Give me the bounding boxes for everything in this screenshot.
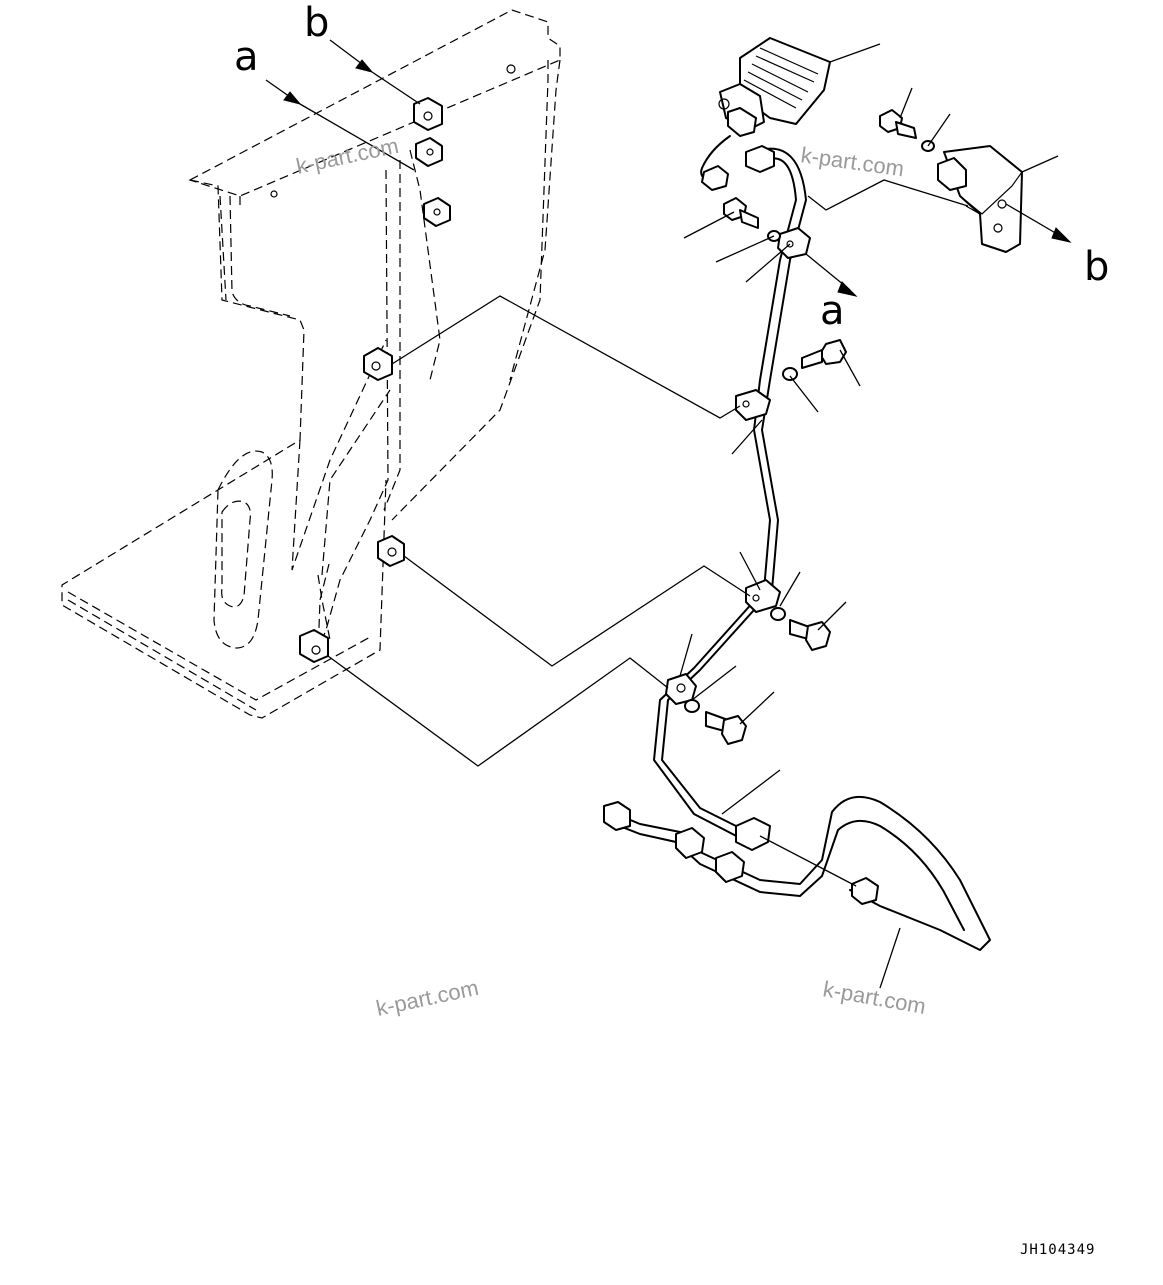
work-lamp: [700, 37, 831, 191]
fasteners: [684, 109, 935, 745]
bolt-clamp-3: [770, 607, 831, 651]
boss-bottom: [299, 629, 329, 663]
boss-top-3: [423, 197, 451, 227]
boss-lower: [377, 535, 405, 567]
bolt-clamp-2: [782, 339, 847, 381]
harness-clamps: [665, 227, 811, 705]
bolt-bracket: [879, 109, 935, 152]
bolt-clamp-4: [684, 699, 747, 745]
watermark-4: k-part.com: [821, 976, 928, 1019]
watermark-2: k-part.com: [799, 142, 905, 181]
mount-bosses: [299, 97, 451, 663]
clamp-2: [735, 389, 771, 421]
frame-panel: [61, 9, 561, 719]
ref-letter-b-top: b: [304, 0, 329, 46]
main-harness: [603, 795, 991, 951]
watermark-1: k-part.com: [294, 133, 401, 179]
ref-letter-a-top: a: [234, 34, 259, 80]
lamp-mount-bracket: [937, 145, 1023, 253]
clamp-3: [745, 579, 781, 613]
clamp-1: [777, 227, 811, 259]
ref-letter-a-right: a: [820, 288, 845, 334]
bolt-clamp-1: [723, 197, 781, 242]
drawing-code: JH104349: [1020, 1242, 1095, 1258]
watermark-3: k-part.com: [374, 975, 481, 1021]
boss-top-1: [413, 97, 443, 131]
boss-mid: [363, 347, 393, 381]
clamp-4: [665, 673, 697, 705]
boss-top-2: [415, 137, 443, 167]
ref-letter-b-right: b: [1084, 244, 1109, 290]
leader-lines: [265, 39, 1072, 989]
